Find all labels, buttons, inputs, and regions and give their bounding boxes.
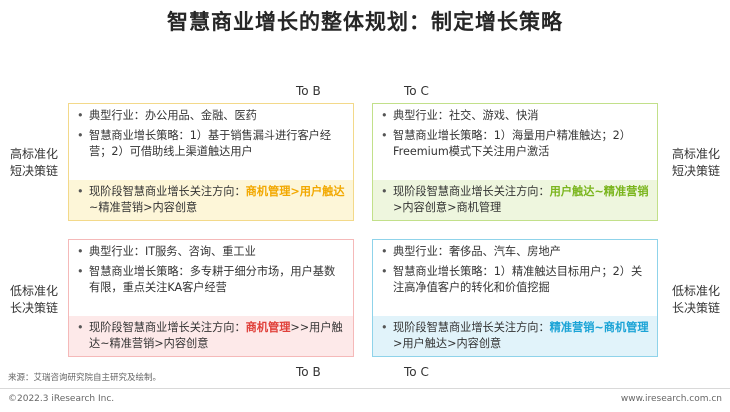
side-label-right-top-line2: 短决策链 bbox=[671, 164, 720, 178]
bullet: • bbox=[381, 129, 388, 142]
focus-item: • 现阶段智慧商业增长关注方向：用户触达~精准营销 >内容创意>商机管理 bbox=[381, 184, 649, 216]
axis-label-bottom-right: To C bbox=[404, 365, 429, 379]
website-link[interactable]: www.iresearch.com.cn bbox=[620, 394, 722, 404]
quadrant-to-c-high-standard: • 典型行业：社交、游戏、快消 • 智慧商业增长策略：1）海量用户精准触达；2）… bbox=[372, 103, 658, 221]
focus-highlight: 商机管理 bbox=[245, 321, 291, 334]
bullet: • bbox=[77, 129, 84, 142]
axis-label-bottom-left: To B bbox=[296, 365, 321, 379]
industry-text: 典型行业：社交、游戏、快消 bbox=[393, 109, 539, 122]
strategy-text: 智慧商业增长策略：1）基于销售漏斗进行客户经营；2）可借助线上渠道触达用户 bbox=[89, 129, 332, 158]
page-title: 智慧商业增长的整体规划：制定增长策略 bbox=[167, 10, 563, 34]
focus-highlight: 精准营销~商机管理 bbox=[549, 321, 649, 334]
bullet: • bbox=[77, 109, 84, 122]
focus-suffix: >内容创意>商机管理 bbox=[393, 201, 502, 214]
bullet: • bbox=[77, 245, 84, 258]
bullet: • bbox=[77, 321, 84, 334]
side-label-right-top-line1: 高标准化 bbox=[671, 147, 720, 161]
focus-suffix: >用户触达>内容创意 bbox=[393, 337, 502, 350]
strategy-text: 智慧商业增长策略：1）精准触达目标用户；2）关注高净值客户的转化和价值挖掘 bbox=[393, 265, 643, 294]
strategy-text: 智慧商业增长策略：1）海量用户精准触达；2）Freemium模式下关注用户激活 bbox=[393, 129, 631, 158]
bullet: • bbox=[77, 185, 84, 198]
strategy-text: 智慧商业增长策略：多专耕于细分市场，用户基数有限，重点关注KA客户经营 bbox=[89, 265, 336, 294]
axis-label-top-right: To C bbox=[404, 84, 429, 98]
axis-label-top-left: To B bbox=[296, 84, 321, 98]
focus-prefix: 现阶段智慧商业增长关注方向： bbox=[89, 185, 246, 198]
focus-suffix: >>用户触达~精准营销>内容创意 bbox=[89, 321, 343, 350]
industry-text: 典型行业：奢侈品、汽车、房地产 bbox=[393, 245, 561, 258]
focus-highlight: 商机管理>用户触达 bbox=[245, 185, 345, 198]
quadrant-to-b-low-standard: • 典型行业：IT服务、咨询、重工业 • 智慧商业增长策略：多专耕于细分市场，用… bbox=[68, 239, 354, 357]
bullet: • bbox=[381, 321, 388, 334]
focus-highlight: 用户触达~精准营销 bbox=[549, 185, 649, 198]
side-label-left-bottom-line2: 长决策链 bbox=[9, 301, 58, 315]
industry-item: • 典型行业：社交、游戏、快消 bbox=[381, 108, 649, 124]
footer-divider bbox=[0, 388, 730, 389]
bullet: • bbox=[381, 185, 388, 198]
focus-box: • 现阶段智慧商业增长关注方向：商机管理>用户触达 ~精准营销>内容创意 bbox=[69, 180, 353, 220]
industry-item: • 典型行业：IT服务、咨询、重工业 bbox=[77, 244, 345, 260]
industry-text: 典型行业：IT服务、咨询、重工业 bbox=[89, 245, 256, 258]
industry-item: • 典型行业：奢侈品、汽车、房地产 bbox=[381, 244, 649, 260]
side-label-right-bottom-line2: 长决策链 bbox=[671, 301, 720, 315]
source-note: 来源：艾瑞咨询研究院自主研究及绘制。 bbox=[8, 373, 162, 383]
industry-item: • 典型行业：办公用品、金融、医药 bbox=[77, 108, 345, 124]
side-label-left-bottom-line1: 低标准化 bbox=[9, 284, 58, 298]
focus-box: • 现阶段智慧商业增长关注方向：商机管理>>用户触达~精准营销>内容创意 bbox=[69, 316, 353, 356]
side-label-left-top-line1: 高标准化 bbox=[9, 147, 58, 161]
side-label-right-bottom-line1: 低标准化 bbox=[671, 284, 720, 298]
quadrant-to-c-low-standard: • 典型行业：奢侈品、汽车、房地产 • 智慧商业增长策略：1）精准触达目标用户；… bbox=[372, 239, 658, 357]
bullet: • bbox=[381, 265, 388, 278]
side-label-right-top: 高标准化 短决策链 bbox=[666, 146, 726, 180]
bullet: • bbox=[381, 109, 388, 122]
focus-prefix: 现阶段智慧商业增长关注方向： bbox=[393, 321, 550, 334]
side-label-left-bottom: 低标准化 长决策链 bbox=[4, 283, 64, 317]
industry-text: 典型行业：办公用品、金融、医药 bbox=[89, 109, 257, 122]
bullet: • bbox=[381, 245, 388, 258]
focus-prefix: 现阶段智慧商业增长关注方向： bbox=[393, 185, 550, 198]
strategy-item: • 智慧商业增长策略：1）海量用户精准触达；2）Freemium模式下关注用户激… bbox=[381, 128, 649, 160]
side-label-left-top: 高标准化 短决策链 bbox=[4, 146, 64, 180]
bullet: • bbox=[77, 265, 84, 278]
copyright: ©2022.3 iResearch Inc. bbox=[8, 394, 115, 404]
focus-prefix: 现阶段智慧商业增长关注方向： bbox=[89, 321, 246, 334]
focus-suffix: ~精准营销>内容创意 bbox=[89, 201, 198, 214]
focus-item: • 现阶段智慧商业增长关注方向：精准营销~商机管理 >用户触达>内容创意 bbox=[381, 320, 649, 352]
strategy-item: • 智慧商业增长策略：1）精准触达目标用户；2）关注高净值客户的转化和价值挖掘 bbox=[381, 264, 649, 296]
focus-box: • 现阶段智慧商业增长关注方向：用户触达~精准营销 >内容创意>商机管理 bbox=[373, 180, 657, 220]
focus-item: • 现阶段智慧商业增长关注方向：商机管理>>用户触达~精准营销>内容创意 bbox=[77, 320, 345, 352]
strategy-item: • 智慧商业增长策略：多专耕于细分市场，用户基数有限，重点关注KA客户经营 bbox=[77, 264, 345, 296]
focus-item: • 现阶段智慧商业增长关注方向：商机管理>用户触达 ~精准营销>内容创意 bbox=[77, 184, 345, 216]
side-label-left-top-line2: 短决策链 bbox=[9, 164, 58, 178]
side-label-right-bottom: 低标准化 长决策链 bbox=[666, 283, 726, 317]
strategy-item: • 智慧商业增长策略：1）基于销售漏斗进行客户经营；2）可借助线上渠道触达用户 bbox=[77, 128, 345, 160]
quadrant-to-b-high-standard: • 典型行业：办公用品、金融、医药 • 智慧商业增长策略：1）基于销售漏斗进行客… bbox=[68, 103, 354, 221]
focus-box: • 现阶段智慧商业增长关注方向：精准营销~商机管理 >用户触达>内容创意 bbox=[373, 316, 657, 356]
